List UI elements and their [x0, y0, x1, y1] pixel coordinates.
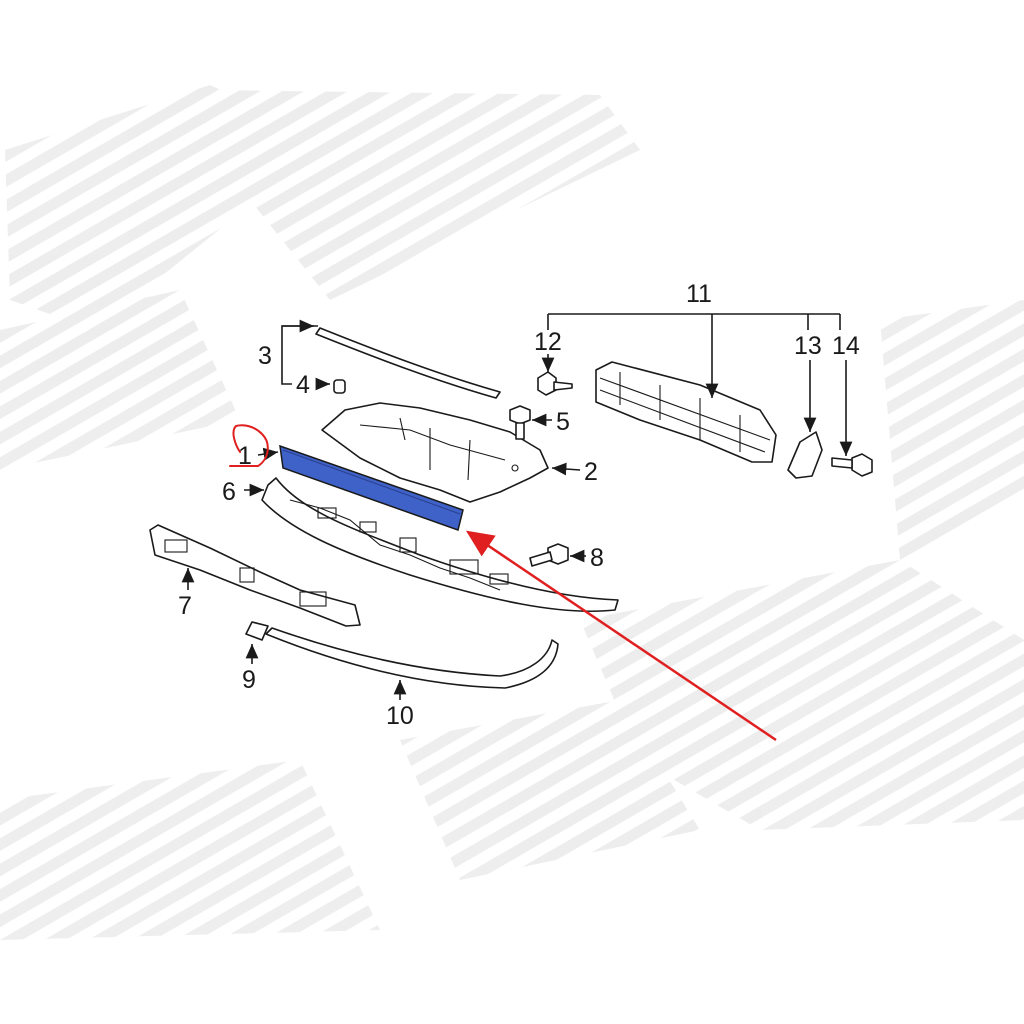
callout-labels: 3 4 1 6 2 5 12 11 13 14 8 7 9 10: [178, 280, 860, 730]
label-11: 11: [686, 280, 712, 308]
part-10-molding[interactable]: [265, 627, 559, 689]
part-9-clip[interactable]: [245, 621, 269, 641]
part-8-screw[interactable]: [529, 543, 569, 567]
label-10: 10: [386, 702, 414, 730]
leader-lines: [181, 313, 853, 700]
label-2: 2: [584, 458, 598, 486]
part-14-bolt[interactable]: [831, 453, 873, 477]
part-12-screw[interactable]: [537, 371, 573, 396]
label-12: 12: [534, 328, 562, 356]
label-8: 8: [590, 544, 604, 572]
part-4-clip[interactable]: [333, 379, 346, 394]
part-5-screw[interactable]: [509, 405, 531, 440]
part-3-strip[interactable]: [315, 327, 501, 399]
label-5: 5: [556, 408, 570, 436]
part-2-panel[interactable]: [321, 402, 549, 503]
label-13: 13: [794, 332, 822, 360]
label-9: 9: [242, 666, 256, 694]
part-11-assembly[interactable]: [595, 361, 777, 463]
part-1-bar[interactable]: [279, 444, 464, 531]
red-annotation: [229, 424, 777, 742]
label-6: 6: [222, 478, 236, 506]
part-6-frame[interactable]: [261, 477, 619, 613]
part-7-bracket[interactable]: [149, 524, 361, 627]
label-14: 14: [832, 332, 860, 360]
watermark: [0, 85, 1024, 940]
part-13-bracket[interactable]: [787, 431, 823, 479]
label-1: 1: [238, 442, 252, 470]
label-3: 3: [258, 342, 272, 370]
label-4: 4: [296, 371, 310, 399]
label-7: 7: [178, 592, 192, 620]
